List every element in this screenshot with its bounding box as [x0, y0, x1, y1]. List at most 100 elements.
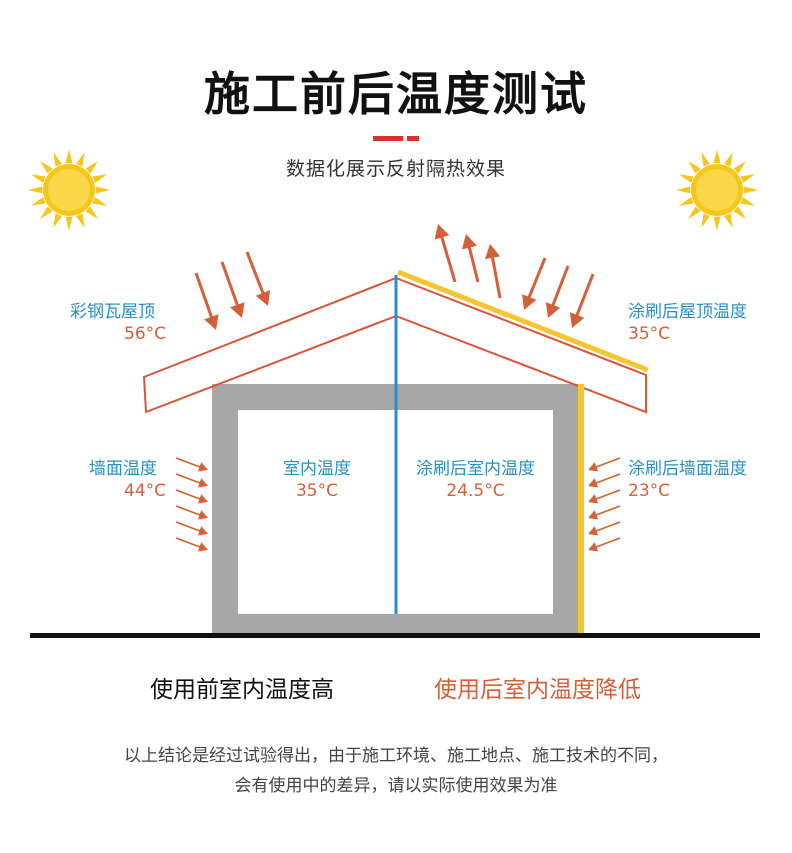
sun-ray	[65, 149, 73, 164]
heat-arrow-head	[197, 542, 208, 552]
sun-ray	[743, 186, 758, 194]
incoming-heat-arrows	[522, 257, 595, 328]
sun-ray	[85, 206, 98, 219]
heat-arrow-icon	[175, 473, 202, 485]
wall-heat-arrows	[175, 457, 208, 552]
sun-ray	[740, 197, 755, 206]
heat-arrow-icon	[574, 273, 595, 319]
heat-arrow-icon	[526, 257, 547, 301]
heat-arrow-head	[197, 462, 208, 472]
heat-arrow-head	[588, 462, 599, 472]
sun-ray	[724, 152, 733, 167]
heat-arrow-icon	[175, 489, 202, 501]
footnote-line-1: 以上结论是经过试验得出，由于施工环境、施工地点、施工技术的不同，	[124, 746, 668, 766]
footnote-line-2: 会有使用中的差异，请以实际使用效果为准	[234, 776, 558, 796]
sun-ray	[95, 186, 110, 194]
sun-ray	[679, 197, 694, 206]
sun-ray	[85, 161, 98, 174]
heat-arrow-icon	[594, 489, 621, 501]
sun-ray	[713, 216, 721, 231]
heat-arrow-icon	[245, 251, 266, 297]
heat-arrow-head	[197, 478, 208, 488]
sun-ray	[92, 174, 107, 183]
heat-arrow-head	[569, 312, 585, 328]
indoor-after-label: 涂刷后室内温度	[416, 459, 535, 479]
heat-arrow-icon	[175, 521, 202, 533]
sun-ray	[40, 161, 53, 174]
sun-ray	[53, 152, 62, 167]
heat-arrow-icon	[220, 261, 240, 308]
roof-before-temp: 56°C	[124, 324, 167, 344]
heat-arrow-icon	[490, 254, 502, 299]
heat-arrow-icon	[594, 505, 621, 517]
sun-ray	[713, 149, 721, 164]
sun-ray	[76, 152, 85, 167]
wall-before-label: 墙面温度	[89, 459, 157, 479]
heat-arrow-head	[204, 314, 219, 330]
wall-heat-arrows	[588, 457, 621, 552]
roof-after-label: 涂刷后屋顶温度	[628, 302, 747, 322]
sun-ray	[676, 186, 691, 194]
wall-before-temp: 44°C	[124, 481, 167, 501]
heat-arrow-icon	[594, 473, 621, 485]
heat-arrow-head	[588, 542, 599, 552]
sun-ray	[740, 174, 755, 183]
sun-ray	[679, 174, 694, 183]
heat-arrow-icon	[175, 537, 202, 549]
sun-ray	[65, 216, 73, 231]
heat-arrow-head	[484, 244, 501, 260]
caption-before: 使用前室内温度高	[150, 677, 334, 703]
sun-ray	[724, 213, 733, 228]
heat-arrow-head	[588, 526, 599, 536]
incoming-heat-arrows	[194, 251, 271, 330]
wall-after-temp: 23°C	[628, 481, 671, 501]
heat-arrow-icon	[194, 272, 214, 320]
indoor-before-temp: 35°C	[295, 481, 338, 501]
sun-ray	[40, 206, 53, 219]
roof-before-label: 彩钢瓦屋顶	[70, 302, 155, 322]
sun-ray	[688, 161, 701, 174]
sun-ray	[701, 213, 710, 228]
page-subtitle: 数据化展示反射隔热效果	[285, 158, 506, 180]
sun-icon	[28, 149, 110, 231]
house-wall	[212, 384, 580, 634]
sun-ray	[53, 213, 62, 228]
heat-arrow-head	[230, 302, 245, 318]
heat-arrow-head	[461, 234, 477, 250]
heat-arrow-icon	[439, 234, 457, 283]
heat-arrow-head	[588, 478, 599, 488]
heat-arrow-head	[255, 290, 271, 306]
heat-arrow-head	[434, 224, 450, 240]
indoor-after-temp: 24.5°C	[446, 481, 505, 501]
heat-arrow-head	[197, 494, 208, 504]
heat-arrow-icon	[175, 457, 202, 469]
heat-arrow-icon	[594, 521, 621, 533]
indoor-before-label: 室内温度	[283, 459, 351, 479]
heat-arrow-icon	[550, 265, 570, 309]
heat-arrow-icon	[175, 505, 202, 517]
wall-after-label: 涂刷后墙面温度	[628, 459, 747, 479]
roof-coating	[397, 269, 649, 373]
sun-ray	[701, 152, 710, 167]
title-accent	[373, 136, 403, 141]
heat-arrow-icon	[594, 537, 621, 549]
heat-arrow-icon	[594, 457, 621, 469]
sun-ray	[28, 186, 43, 194]
caption-after: 使用后室内温度降低	[434, 677, 641, 703]
heat-arrow-head	[588, 510, 599, 520]
ground-line	[30, 633, 760, 638]
sun-ray	[688, 206, 701, 219]
sun-icon	[676, 149, 758, 231]
title-accent-dot	[407, 136, 419, 141]
heat-arrow-icon	[467, 244, 480, 283]
sun-ray	[76, 213, 85, 228]
heat-arrow-head	[197, 526, 208, 536]
heat-arrow-head	[197, 510, 208, 520]
roof-after-temp: 35°C	[628, 324, 671, 344]
heat-arrow-head	[522, 294, 537, 310]
sun-ray	[92, 197, 107, 206]
reflected-heat-arrows	[434, 224, 502, 299]
sun-ray	[31, 197, 46, 206]
